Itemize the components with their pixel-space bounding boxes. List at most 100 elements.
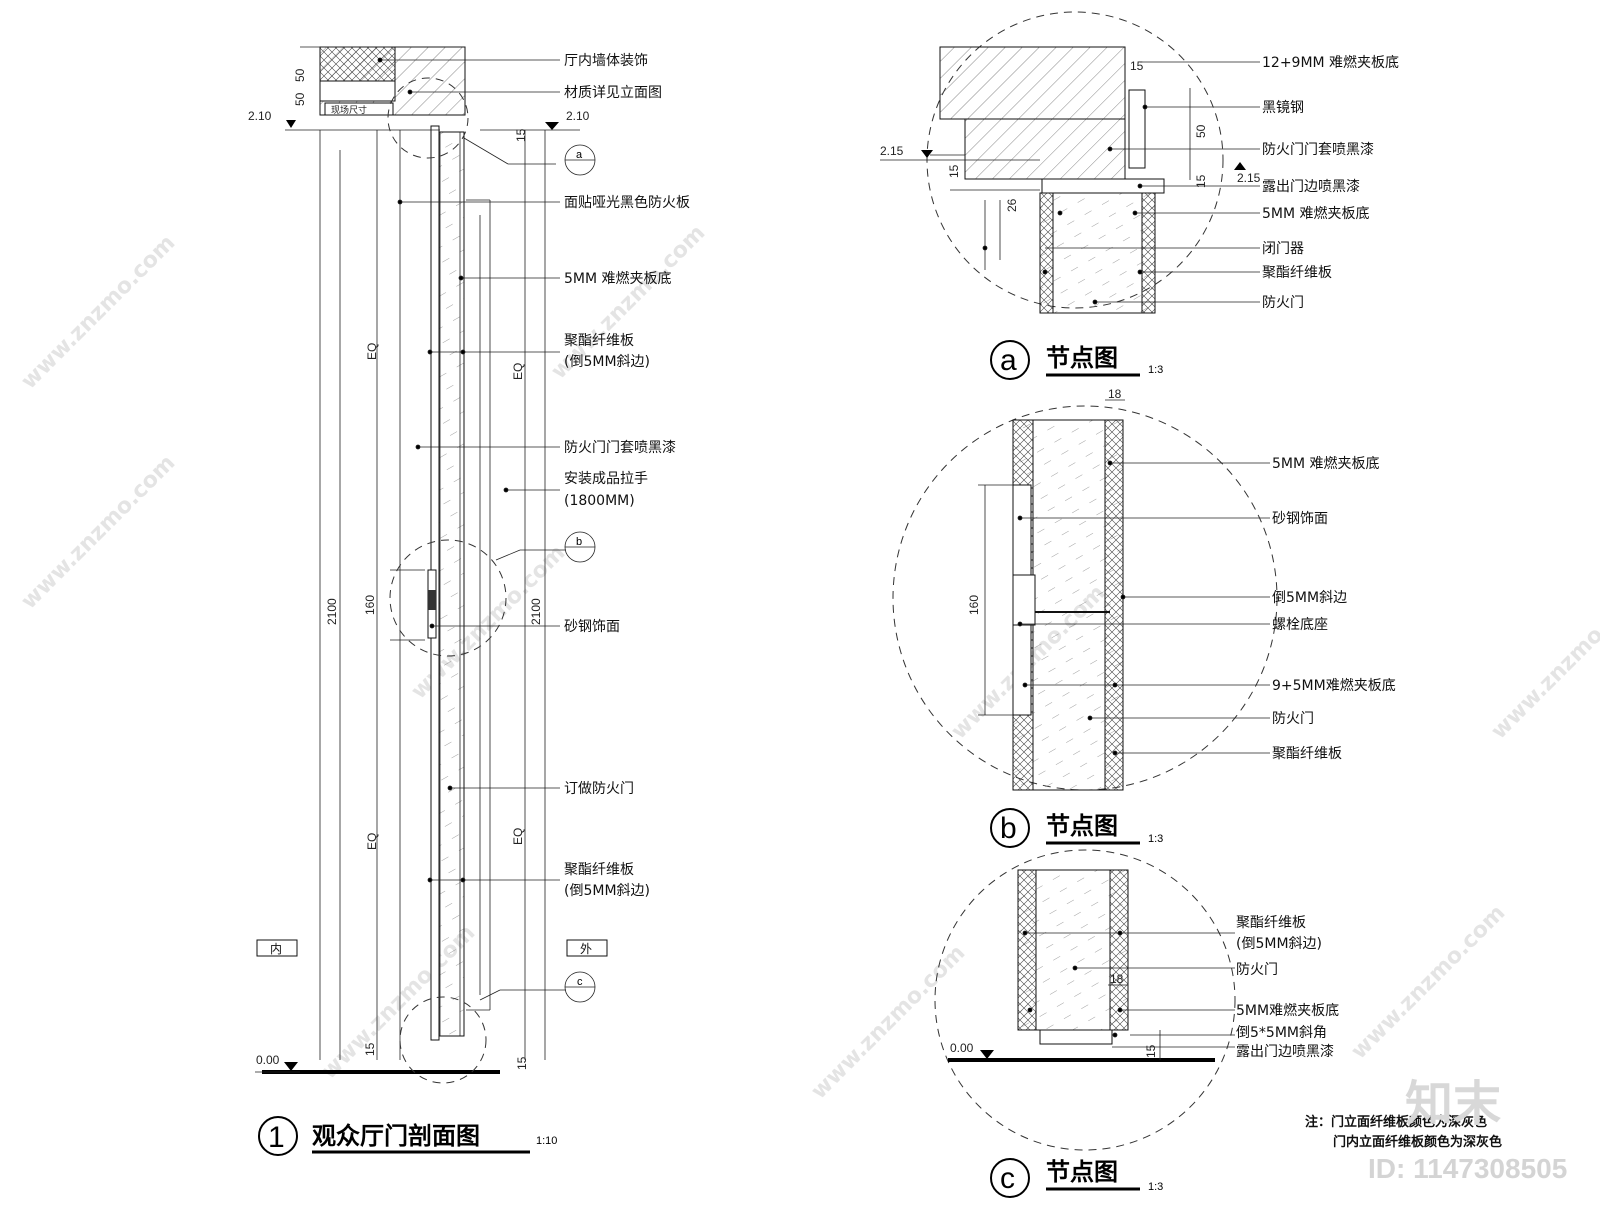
label-bevel: (倒5MM斜边) (564, 354, 650, 370)
section-1-drawing: 现场尺寸 2.10 2.10 0.00 (248, 46, 690, 1156)
label-door-closer: 闭门器 (1262, 241, 1304, 257)
dim-text: 160 (363, 595, 377, 615)
dim-text: 15 (1194, 174, 1208, 188)
dim-text: 15 (515, 1056, 529, 1070)
label-polyester-board: 聚酯纤维板 (564, 862, 634, 878)
label-exposed-edge-paint: 露出门边喷黑漆 (1236, 1044, 1334, 1060)
dim-text: 15 (1130, 59, 1144, 73)
wall-block (319, 46, 396, 82)
label-bevel-5mm: 倒5MM斜边 (1272, 590, 1347, 606)
elevation-marker: 2.15 (1237, 171, 1261, 185)
detail-title: 节点图 (1046, 1158, 1118, 1186)
detail-title: 节点图 (1046, 812, 1118, 840)
dim-text: 18 (1110, 972, 1124, 986)
label-plywood-5mm: 5MM难燃夹板底 (1236, 1002, 1339, 1019)
detail-scale: 1:3 (1148, 833, 1163, 845)
detail-c-boundary (934, 849, 1236, 1151)
dim-text: 50 (1194, 124, 1208, 138)
watermark-text: www.znzmo.com (807, 940, 971, 1104)
detail-letter: a (1000, 344, 1017, 377)
label-bevel: (倒5MM斜边) (564, 883, 650, 899)
label-plywood-5mm: 5MM 难燃夹板底 (1272, 455, 1380, 472)
elevation-marker: 2.10 (248, 109, 272, 123)
elevation-marker: 0.00 (256, 1053, 280, 1067)
label-sand-steel: 砂钢饰面 (1272, 511, 1328, 527)
label-plywood: 5MM 难燃夹板底 (564, 270, 672, 287)
detail-c-drawing: 0.00 18 15 聚酯纤维板 (倒5MM斜边) 防火门 5MM难燃夹板底 倒… (934, 849, 1339, 1198)
detail-letter: b (1000, 812, 1017, 845)
label-fire-door: 防火门 (1272, 711, 1314, 727)
watermark-text: www.znzmo.com (1347, 900, 1511, 1064)
dim-text: 15 (514, 128, 528, 142)
brand-logo: 知末 (1405, 1076, 1501, 1132)
label-plywood-12-9: 12+9MM 难燃夹板底 (1262, 54, 1399, 71)
label-plywood-9-5: 9+5MM难燃夹板底 (1272, 677, 1396, 694)
label-chamfer: 倒5*5MM斜角 (1236, 1025, 1327, 1041)
callout-letter: b (576, 536, 582, 548)
label-material-note: 材质详见立面图 (564, 85, 662, 101)
section-scale: 1:10 (536, 1135, 557, 1147)
label-exposed-edge-paint: 露出门边喷黑漆 (1262, 179, 1360, 195)
detail-scale: 1:3 (1148, 364, 1163, 376)
callout-letter: a (576, 149, 583, 161)
label-polyester-board: 聚酯纤维板 (1236, 915, 1306, 931)
watermark-text: www.znzmo.com (17, 230, 181, 394)
dim-text: EQ (365, 343, 379, 360)
elevation-marker: 2.15 (880, 144, 904, 158)
callout-letter: c (577, 976, 583, 988)
label-fire-door: 防火门 (1262, 295, 1304, 311)
label-polyester-board: 聚酯纤维板 (564, 333, 634, 349)
label-handle-length: (1800MM) (564, 493, 635, 509)
label-plywood-5mm: 5MM 难燃夹板底 (1262, 205, 1370, 222)
dim-text: 160 (967, 595, 981, 615)
label-black-fireboard: 面贴哑光黑色防火板 (564, 194, 690, 211)
dim-text: 2100 (325, 598, 339, 625)
dim-text: 15 (1144, 1044, 1158, 1058)
detail-letter: c (1000, 1162, 1015, 1195)
dim-text: 26 (1005, 198, 1019, 212)
dim-text: 18 (1108, 387, 1122, 401)
dim-text: 50 (293, 92, 307, 106)
label-door-frame-paint: 防火门门套喷黑漆 (1262, 142, 1374, 158)
note-line-1: 注：门立面纤维板颜色为深灰色 (1305, 1114, 1487, 1130)
field-size-label: 现场尺寸 (331, 104, 367, 115)
side-tag-in (256, 939, 298, 957)
fire-door-leaf (435, 131, 465, 1037)
detail-c-bubble (990, 1158, 1030, 1198)
callout-circle-c (399, 996, 487, 1084)
detail-b-drawing: 18 160 5MM 难燃夹板底 砂钢饰面 倒5MM斜边 螺栓底座 9+5MM难… (892, 387, 1396, 848)
image-id: ID: 1147308505 (1368, 1153, 1567, 1184)
section-number-bubble (258, 1116, 298, 1156)
dim-text: EQ (511, 363, 525, 380)
label-custom-fire-door: 订做防火门 (564, 781, 634, 797)
section-title: 观众厅门剖面图 (312, 1122, 480, 1150)
dim-text: EQ (365, 833, 379, 850)
label-black-mirror-steel: 黑镜钢 (1262, 100, 1304, 116)
dim-text: 50 (293, 68, 307, 82)
label-door-frame-paint: 防火门门套喷黑漆 (564, 440, 676, 456)
side-tag-label: 内 (270, 942, 282, 956)
label-bolt-base: 螺栓底座 (1272, 617, 1328, 633)
watermark-text: www.znzmo.com (17, 450, 181, 614)
detail-a-drawing: 2.15 2.15 15 50 15 15 26 12+9MM 难燃夹板底 黑镜… (880, 11, 1399, 380)
dim-text: 15 (947, 164, 961, 178)
dim-text: 15 (363, 1042, 377, 1056)
detail-a-bubble (990, 340, 1030, 380)
callout-circle-a (387, 77, 469, 159)
side-tag-out (566, 939, 608, 957)
elevation-marker: 2.10 (566, 109, 590, 123)
side-tag-label: 外 (580, 942, 592, 956)
label-polyester-board: 聚酯纤维板 (1272, 746, 1342, 762)
detail-title: 节点图 (1046, 344, 1118, 372)
detail-scale: 1:3 (1148, 1181, 1163, 1193)
detail-b-bubble (990, 808, 1030, 848)
watermark-layer: www.znzmo.com www.znzmo.com www.znzmo.co… (17, 220, 1600, 1104)
dim-text: EQ (511, 828, 525, 845)
watermark-text: www.znzmo.com (1487, 580, 1600, 744)
label-bevel: (倒5MM斜边) (1236, 936, 1322, 952)
elevation-marker: 0.00 (950, 1041, 974, 1055)
dim-text: 2100 (529, 598, 543, 625)
section-number: 1 (268, 1121, 285, 1154)
label-wall-finish: 厅内墙体装饰 (564, 53, 648, 69)
